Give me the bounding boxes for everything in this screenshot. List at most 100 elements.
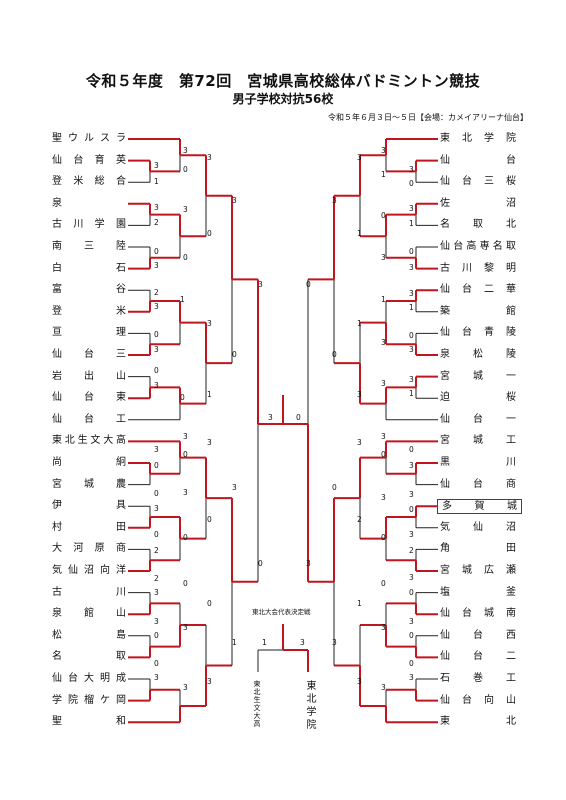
match-score: 0 [154,247,159,256]
match-score: 3 [183,432,188,441]
left-team: 泉 [52,197,62,209]
match-score: 0 [207,599,212,608]
final-score-left: 3 [268,413,273,422]
right-team: 仙台商 [440,478,516,490]
match-score: 1 [381,170,386,179]
match-score: 3 [154,673,159,682]
match-score: 1 [381,295,386,304]
bracket-scores: 3 0 3 1 3 2 0 3 3 0 3 0 3 2 3 1 0 3 0 3 0 3 1 0 3 3 0 3 0 0 3 0 2 3 0 3 0 3 2 3… [154,146,414,692]
match-score: 0 [183,253,188,262]
match-score: 3 [207,677,212,686]
bracket-lines [128,138,438,724]
match-score: 0 [409,179,414,188]
match-score: 3 [154,504,159,513]
match-score: 0 [409,631,414,640]
match-score: 0 [409,659,414,668]
match-score: 3 [207,319,212,328]
match-score: 3 [154,381,159,390]
match-score: 3 [409,530,414,539]
match-score: 1 [180,295,185,304]
match-score: 3 [183,146,188,155]
match-score: 0 [180,393,185,402]
left-team: 登米総合 [52,176,126,188]
left-team: 南三陸 [52,241,126,252]
match-score: 0 [183,450,188,459]
left-team: 聖ウルスラ [52,133,126,144]
left-team: 亘理 [52,327,126,339]
playoff-left-team: 東北生文大高 [253,680,261,728]
match-score: 0 [183,533,188,542]
match-score: 2 [154,574,159,583]
match-score: 3 [183,683,188,692]
left-team: 仙台育英 [52,154,126,166]
match-score: 3 [409,490,414,499]
right-team: 気仙沼 [440,521,516,533]
match-score: 3 [409,345,414,354]
match-score: 0 [183,165,188,174]
right-team: 角田 [440,543,516,555]
match-score: 2 [154,546,159,555]
match-score: 1 [357,229,362,238]
match-score: 3 [154,302,159,311]
right-team: 東北学院 [440,133,516,144]
right-team: 名取北 [440,219,516,231]
left-team: 東北生文大高 [52,435,126,447]
match-score: 3 [381,493,386,502]
match-score: 3 [409,375,414,384]
match-score: 0 [232,350,237,359]
match-score: 0 [381,579,386,588]
match-score: 3 [409,573,414,582]
right-team: 仙台三桜 [440,176,516,188]
match-score: 0 [207,229,212,238]
match-score: 3 [154,261,159,270]
match-score: 3 [154,445,159,454]
left-team: 仙台三 [52,349,126,360]
match-score: 2 [154,218,159,227]
match-score: 0 [409,247,414,256]
left-team: 松島 [52,629,126,641]
match-score: 0 [381,211,386,220]
match-score: 3 [154,203,159,212]
match-score: 3 [154,588,159,597]
match-score: 0 [409,505,414,514]
right-team: 石巻工 [440,673,516,684]
match-score: 3 [183,205,188,214]
final-score-right: 0 [296,413,301,422]
right-team: 泉松陵 [440,349,516,360]
match-score: 0 [409,445,414,454]
match-score: 1 [409,389,414,398]
match-score: 3 [232,196,237,205]
left-team: 仙台工 [52,413,126,425]
right-team: 仙台西 [440,629,516,641]
right-team: 東北 [440,716,516,728]
match-score: 3 [154,345,159,354]
right-team: 古川黎明 [440,262,516,274]
match-score: 3 [381,683,386,692]
match-score: 3 [258,280,263,289]
match-score: 3 [332,196,337,205]
left-team: 古川 [52,586,126,598]
match-score: 3 [381,623,386,632]
left-team: 白石 [52,262,126,274]
left-team: 宮城農 [52,478,126,490]
playoff-right-team: 東北学院 [304,680,315,732]
match-score: 0 [409,331,414,340]
right-team: 仙台青陵 [440,327,516,339]
left-team: 気仙沼向洋 [52,565,126,576]
right-team: 黒川 [440,457,516,468]
match-score: 2 [357,515,362,524]
match-score: 0 [154,461,159,470]
match-score: 3 [381,338,386,347]
left-team: 泉館山 [52,608,126,620]
match-score: 1 [207,390,212,399]
match-score: 3 [409,289,414,298]
right-team: 仙台城南 [440,608,516,620]
match-score: 0 [154,530,159,539]
match-score: 3 [207,438,212,447]
match-score: 1 [357,319,362,328]
match-score: 0 [154,489,159,498]
match-score: 3 [183,488,188,497]
match-score: 0 [381,533,386,542]
playoff-score-left: 1 [262,638,267,647]
match-score: 3 [357,390,362,399]
